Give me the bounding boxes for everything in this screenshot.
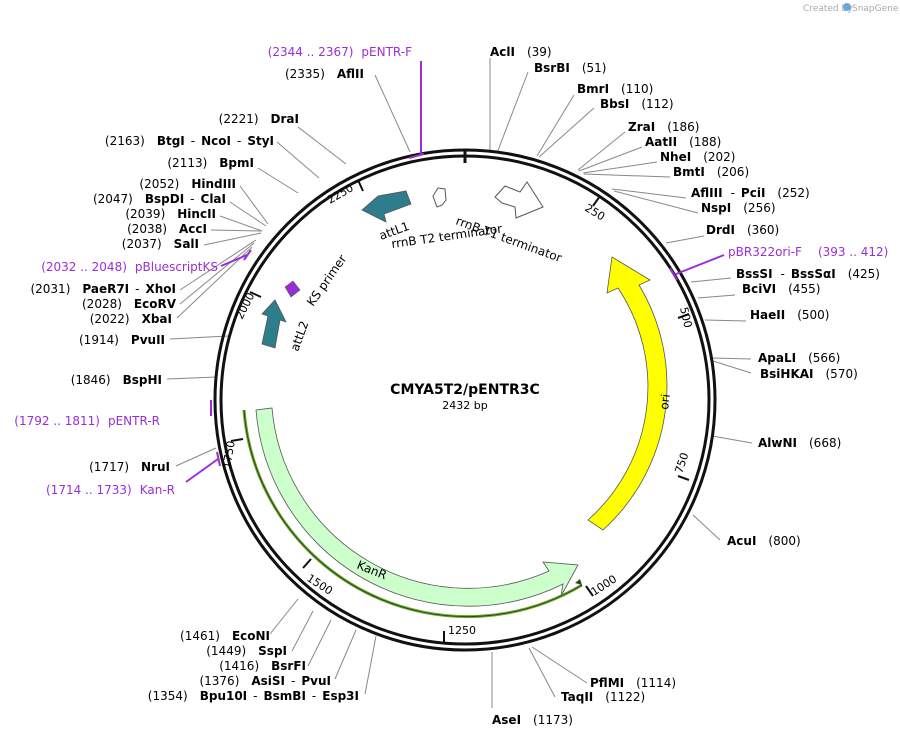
- enzyme-label[interactable]: (2037)SalI: [122, 237, 199, 251]
- enzyme-label[interactable]: AclI(39): [490, 45, 552, 59]
- enzyme-label[interactable]: (1717)NruI: [89, 460, 170, 474]
- tick-marks: [230, 179, 690, 643]
- tick-label-250: 250: [582, 201, 607, 223]
- attl2-label: attL2: [288, 319, 312, 353]
- enzyme-label[interactable]: (2052)HindIII: [139, 177, 236, 191]
- enzyme-label[interactable]: AflIII-PciI(252): [691, 186, 810, 200]
- brand-name: SnapGene: [852, 4, 899, 14]
- enzyme-label[interactable]: (2047)BspDI-ClaI: [93, 192, 226, 206]
- enzyme-label[interactable]: AlwNI(668): [758, 436, 841, 450]
- enzyme-label[interactable]: DrdI(360): [706, 223, 779, 237]
- enzyme-label[interactable]: (1354)Bpu10I-BsmBI-Esp3I: [148, 689, 359, 703]
- enzyme-label[interactable]: (2031)PaeR7I-XhoI: [30, 282, 176, 296]
- tick-label-750: 750: [672, 451, 691, 475]
- primer-label[interactable]: (1792 .. 1811)pENTR-R: [14, 414, 160, 428]
- enzyme-label[interactable]: (1914)PvuII: [79, 333, 165, 347]
- enzyme-label[interactable]: (2163)BtgI-NcoI-StyI: [105, 134, 274, 148]
- enzyme-label[interactable]: AcuI(800): [727, 534, 801, 548]
- enzyme-label[interactable]: BmtI(206): [673, 165, 749, 179]
- leader-lines: [166, 58, 753, 708]
- tick-label-2250: 2250: [325, 181, 356, 206]
- ks-primer-label: KS primer: [304, 252, 349, 309]
- enzyme-label[interactable]: BsiHKAI(570): [760, 367, 858, 381]
- enzyme-label[interactable]: ZraI(186): [628, 120, 699, 134]
- enzyme-label[interactable]: (2113)BpmI: [167, 156, 254, 170]
- enzyme-label[interactable]: (2039)HincII: [125, 207, 216, 221]
- enzyme-label[interactable]: BsrBI(51): [534, 61, 606, 75]
- enzyme-label[interactable]: (1846)BspHI: [71, 373, 162, 387]
- right-enzyme-labels: AclI(39) BsrBI(51) BmrI(110) BbsI(112) Z…: [490, 45, 880, 727]
- enzyme-label[interactable]: PflMI(1114): [590, 676, 676, 690]
- rrnb-t1-feature: [494, 181, 544, 219]
- enzyme-label[interactable]: (1416)BsrFI: [219, 659, 306, 673]
- enzyme-label[interactable]: TaqII(1122): [561, 690, 645, 704]
- enzyme-label[interactable]: (1376)AsiSI-PvuI: [199, 674, 331, 688]
- enzyme-label[interactable]: (2022)XbaI: [90, 312, 172, 326]
- enzyme-label[interactable]: NheI(202): [660, 150, 735, 164]
- tick-label-1750: 1750: [220, 440, 238, 470]
- ori-feature: [587, 256, 668, 531]
- tick-labels: 250 500 750 1000 1250 1500 1750 2000 225…: [220, 181, 694, 637]
- primer-label[interactable]: (1714 .. 1733)Kan-R: [46, 483, 175, 497]
- enzyme-label[interactable]: AseI(1173): [492, 713, 573, 727]
- enzyme-label[interactable]: NspI(256): [701, 201, 776, 215]
- primer-labels: (2344 .. 2367)pENTR-F pBR322ori-F(393 ..…: [14, 45, 888, 497]
- tick-label-1250: 1250: [448, 624, 476, 637]
- primer-label[interactable]: (2032 .. 2048)pBluescriptKS: [41, 260, 218, 274]
- enzyme-label[interactable]: (1461)EcoNI: [180, 629, 270, 643]
- ks-primer-feature: [284, 280, 301, 298]
- primer-marks: [185, 61, 725, 483]
- left-enzyme-labels: (2335)AflII (2221)DraI (2163)BtgI-NcoI-S…: [30, 67, 364, 703]
- map-length: 2432 bp: [442, 399, 487, 412]
- enzyme-label[interactable]: ApaLI(566): [758, 351, 840, 365]
- enzyme-label[interactable]: BmrI(110): [577, 82, 653, 96]
- primer-label[interactable]: (2344 .. 2367)pENTR-F: [268, 45, 412, 59]
- kanr-feature: [255, 407, 579, 607]
- rrnb-t2-feature: [432, 187, 447, 208]
- attl2-feature: [261, 299, 287, 349]
- enzyme-label[interactable]: (1449)SspI: [206, 644, 287, 658]
- enzyme-label[interactable]: BbsI(112): [600, 97, 674, 111]
- map-title: CMYA5T2/pENTR3C: [390, 382, 540, 398]
- ori-label: ori: [657, 393, 673, 410]
- tick-label-500: 500: [677, 306, 694, 329]
- enzyme-label[interactable]: HaeII(500): [750, 308, 830, 322]
- enzyme-label[interactable]: (2028)EcoRV: [82, 297, 177, 311]
- snapgene-logo-icon: [843, 3, 851, 11]
- enzyme-label[interactable]: (2335)AflII: [285, 67, 364, 81]
- enzyme-label[interactable]: (2221)DraI: [219, 112, 299, 126]
- brand-created-by: Created by: [803, 4, 853, 14]
- attl1-feature: [361, 190, 412, 223]
- enzyme-label[interactable]: BssSI-BssSαI(425): [736, 267, 880, 281]
- primer-label[interactable]: pBR322ori-F(393 .. 412): [728, 245, 888, 259]
- enzyme-label[interactable]: BciVI(455): [742, 282, 820, 296]
- enzyme-label[interactable]: (2038)AccI: [127, 222, 207, 236]
- enzyme-label[interactable]: AatII(188): [645, 135, 721, 149]
